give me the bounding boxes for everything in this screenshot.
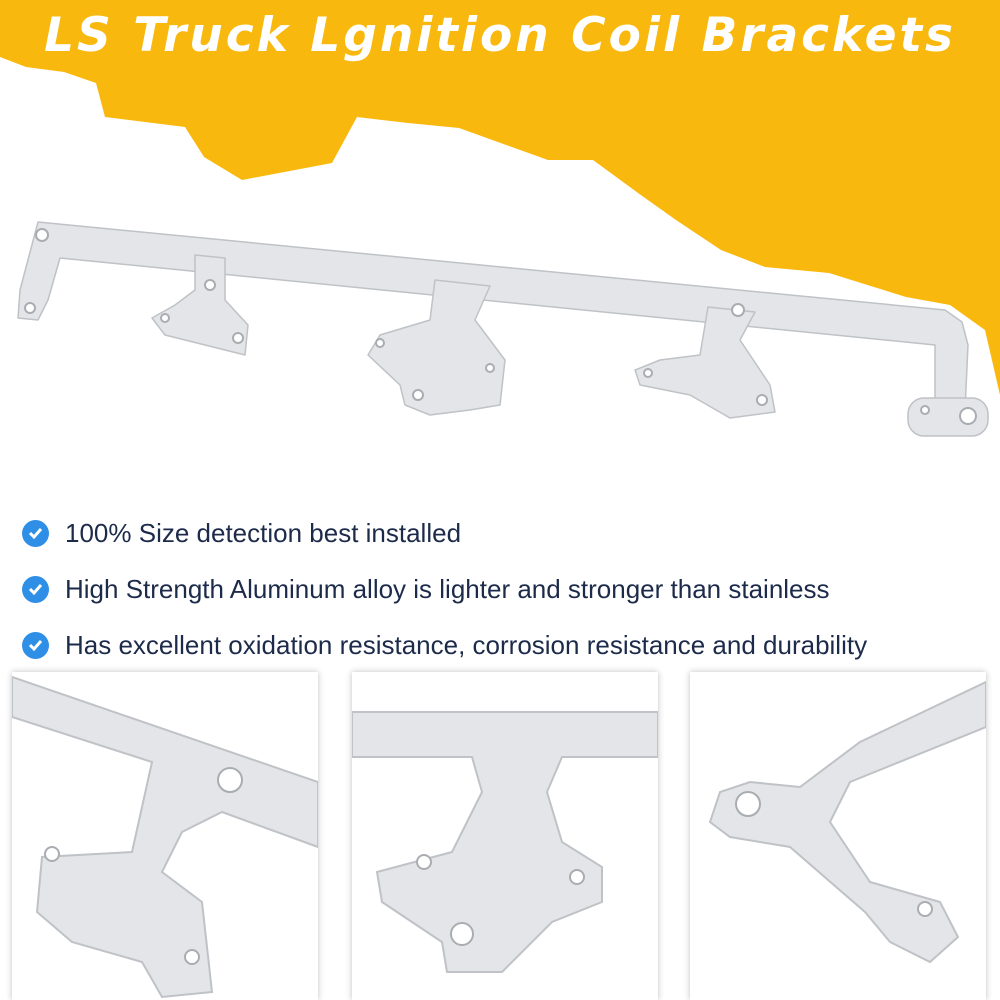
page-title: LS Truck Lgnition Coil Brackets (44, 8, 956, 63)
detail-photo-2 (352, 672, 658, 1000)
feature-list: 100% Size detection best installed High … (22, 505, 867, 673)
feature-item: 100% Size detection best installed (22, 505, 867, 561)
bracket-product (17, 221, 989, 437)
feature-item: Has excellent oxidation resistance, corr… (22, 617, 867, 673)
bracket-holes (24, 228, 977, 425)
feature-text: High Strength Aluminum alloy is lighter … (65, 573, 830, 604)
check-circle-icon (22, 575, 49, 603)
detail-photo-3 (690, 672, 986, 1000)
check-circle-icon (22, 631, 49, 659)
check-circle-icon (22, 519, 49, 547)
detail-photo-1 (12, 672, 318, 1000)
yellow-paint-splash (0, 0, 1000, 395)
feature-text: 100% Size detection best installed (65, 517, 462, 548)
hero-illustration (0, 0, 1000, 437)
feature-text: Has excellent oxidation resistance, corr… (65, 629, 868, 660)
feature-item: High Strength Aluminum alloy is lighter … (22, 561, 867, 617)
